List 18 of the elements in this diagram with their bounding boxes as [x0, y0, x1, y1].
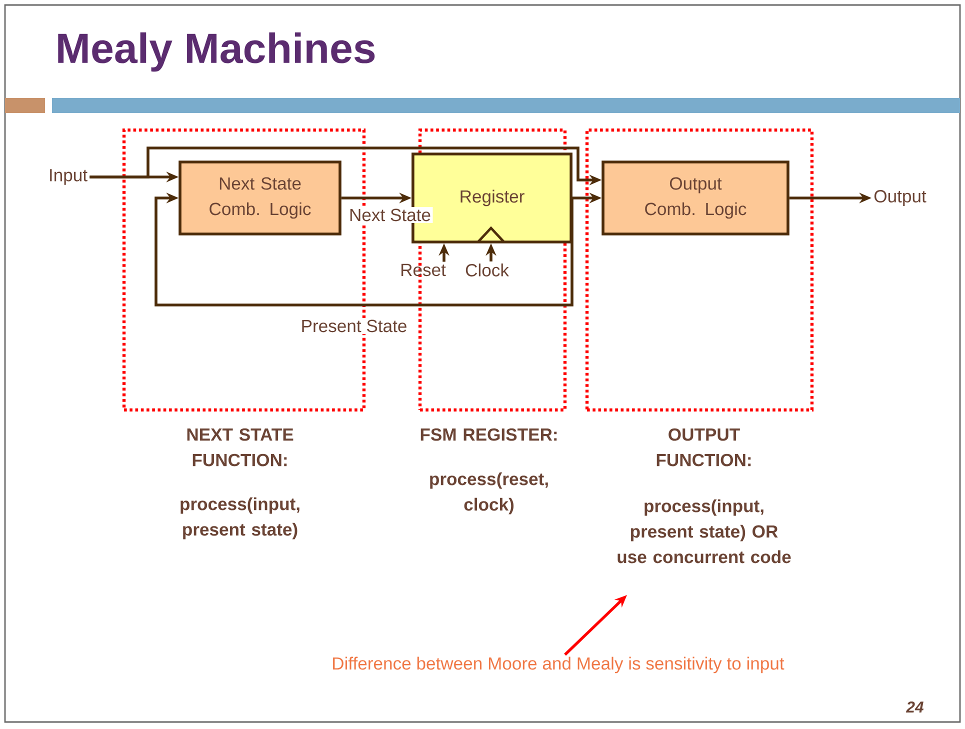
process-box: Output Comb. Logic [602, 160, 790, 236]
edge-label: Present State [299, 318, 409, 334]
edge-label: Next State [347, 207, 433, 223]
note-text: Difference between Moore and Mealy is sensitivity to input [333, 656, 784, 674]
signal-label: Output [874, 190, 926, 206]
section-heading: OUTPUT FUNCTION: [656, 428, 751, 466]
code-text: process(input, present state) [180, 497, 300, 540]
arrow [154, 192, 574, 306]
signal-label: Reset [401, 264, 446, 276]
section-heading: NEXT STATE FUNCTION: [187, 428, 294, 466]
signal-label: Input [50, 169, 88, 185]
page-number: 24 [906, 701, 924, 713]
slide-title: Mealy Machines [58, 32, 375, 72]
signal-label: Clock [466, 264, 509, 276]
code-text: process(reset, clock) [430, 472, 548, 514]
code-text: process(input, present state) OR use concurrent code [618, 499, 791, 564]
process-box: Next State Comb. Logic [178, 160, 342, 236]
section-heading: FSM REGISTER: [420, 428, 557, 441]
